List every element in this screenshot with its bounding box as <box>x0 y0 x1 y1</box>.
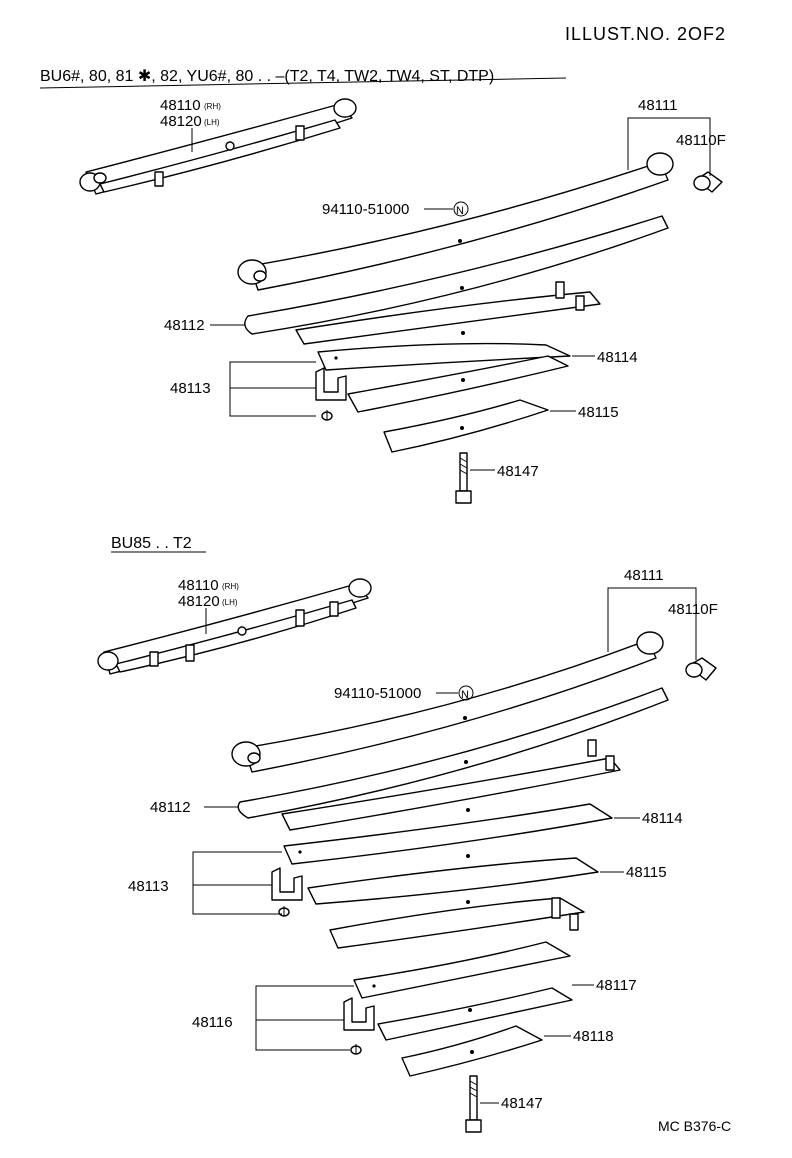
center-bolt-label-1: 48147 <box>497 463 539 480</box>
bushing-label-1: 48110F <box>676 132 726 149</box>
bushing-1 <box>693 171 723 193</box>
leaf-6-label-2: 48118 <box>573 1028 614 1045</box>
bushing-2 <box>685 657 717 681</box>
section-1-heading: BU6#, 80, 81 ✱, 82, YU6#, 80 . . –(T2, T… <box>40 68 494 85</box>
spring-assembly-thumbnail-1 <box>79 98 357 195</box>
clip-label-2: 48113 <box>128 878 169 895</box>
leaf-mid-1 <box>295 281 601 345</box>
main-leaf-label-2: 48111 <box>624 567 664 584</box>
main-leaf-2 <box>231 631 664 773</box>
assembly-rh-suffix-1: (RH) <box>204 102 221 111</box>
assembly-rh-number-1: 48110 <box>160 97 201 114</box>
assembly-lh-number-1: 48120 <box>160 113 202 130</box>
nut-part-label-1: 94110-51000 <box>322 201 409 218</box>
section-2-heading: BU85 . . T2 <box>111 535 192 552</box>
clip-1 <box>315 367 347 421</box>
assembly-lh-suffix-1: (LH) <box>204 118 220 127</box>
spring-assembly-thumbnail-2 <box>97 578 372 675</box>
leaf-3-1 <box>317 342 571 371</box>
nut-part-label-2: 94110-51000 <box>334 685 421 702</box>
leaf-2-1 <box>244 215 669 335</box>
leaf-3-label-1: 48114 <box>597 349 638 366</box>
clip-lower-label-2: 48116 <box>192 1014 233 1031</box>
nut-symbol-2: N <box>461 689 469 701</box>
footer-drawing-code: MC B376-C <box>658 1118 731 1134</box>
center-bolt-1 <box>455 452 472 504</box>
section-1: BU6#, 80, 81 ✱, 82, YU6#, 80 . . –(T2, T… <box>39 68 726 504</box>
clip-label-1: 48113 <box>170 380 211 397</box>
leaf-long-1 <box>347 355 569 413</box>
leaf-mid-lower-2 <box>329 897 585 964</box>
section-1-heading-underline <box>39 77 567 89</box>
center-bolt-2 <box>465 1075 482 1133</box>
assembly-rh-number-2: 48110 <box>178 577 219 594</box>
leaf-4-label-1: 48115 <box>578 404 619 421</box>
leaf-3-2 <box>283 803 613 865</box>
assembly-lh-suffix-2: (LH) <box>222 598 238 607</box>
leaf-3-label-2: 48114 <box>642 810 683 827</box>
leaf-4-1 <box>383 399 549 453</box>
clip-lower-2 <box>343 997 375 1055</box>
leaf-2-label-1: 48112 <box>164 317 205 334</box>
leaf-lower-long-2 <box>377 987 573 1041</box>
nut-symbol-1: N <box>456 205 464 217</box>
illustration-number: ILLUST.NO. 2OF2 <box>565 24 726 44</box>
leaf-5-2 <box>353 941 571 999</box>
center-bolt-label-2: 48147 <box>501 1095 543 1112</box>
leaf-4-2 <box>307 857 599 905</box>
leaf-2-2 <box>237 687 669 819</box>
main-leaf-label-1: 48111 <box>638 97 678 114</box>
assembly-rh-suffix-2: (RH) <box>222 582 239 591</box>
assembly-lh-number-2: 48120 <box>178 593 220 610</box>
leaf-2-label-2: 48112 <box>150 799 191 816</box>
main-leaf-1 <box>237 152 674 291</box>
leaf-4-label-2: 48115 <box>626 864 667 881</box>
bushing-label-2: 48110F <box>668 601 718 618</box>
leaf-5-label-2: 48117 <box>596 977 637 994</box>
leaf-mid-2 <box>281 739 621 831</box>
section-2: BU85 . . T2 48110 (RH) 48120 (LH) <box>97 535 718 1133</box>
leaf-6-2 <box>401 1025 543 1077</box>
clip-2 <box>271 867 303 917</box>
